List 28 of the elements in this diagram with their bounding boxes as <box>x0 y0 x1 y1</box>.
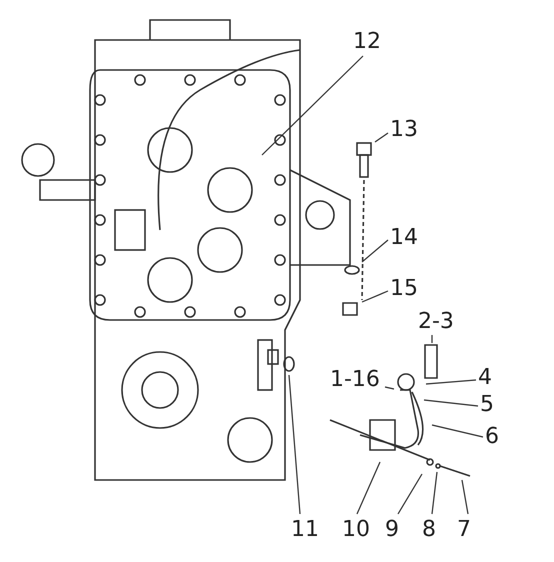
leader-line <box>362 240 388 262</box>
callout-number: 10 <box>342 518 370 542</box>
leader-line <box>356 462 381 514</box>
leader-line <box>374 132 388 142</box>
callout-number: 6 <box>485 425 499 449</box>
leader-line <box>288 374 301 514</box>
callout-number: 2-3 <box>418 310 454 334</box>
leader-line <box>424 399 478 407</box>
leader-line <box>384 386 394 390</box>
callout-number: 8 <box>422 518 436 542</box>
leader-line <box>426 379 476 385</box>
leader-line <box>362 290 388 303</box>
callout-number: 15 <box>390 277 418 301</box>
callout-number: 12 <box>353 30 381 54</box>
callout-number: 7 <box>457 518 471 542</box>
leader-line <box>397 474 423 514</box>
leader-line <box>262 56 364 156</box>
callout-number: 13 <box>390 118 418 142</box>
callout-number: 1-16 <box>330 368 380 392</box>
callout-number: 4 <box>478 366 492 390</box>
leader-line <box>461 480 469 514</box>
callout-number: 14 <box>390 226 418 250</box>
leader-line <box>431 335 433 343</box>
leader-line <box>432 424 484 438</box>
callout-number: 9 <box>385 518 399 542</box>
callout-number: 11 <box>291 518 319 542</box>
leader-line <box>431 472 438 514</box>
callout-number: 5 <box>480 393 494 417</box>
